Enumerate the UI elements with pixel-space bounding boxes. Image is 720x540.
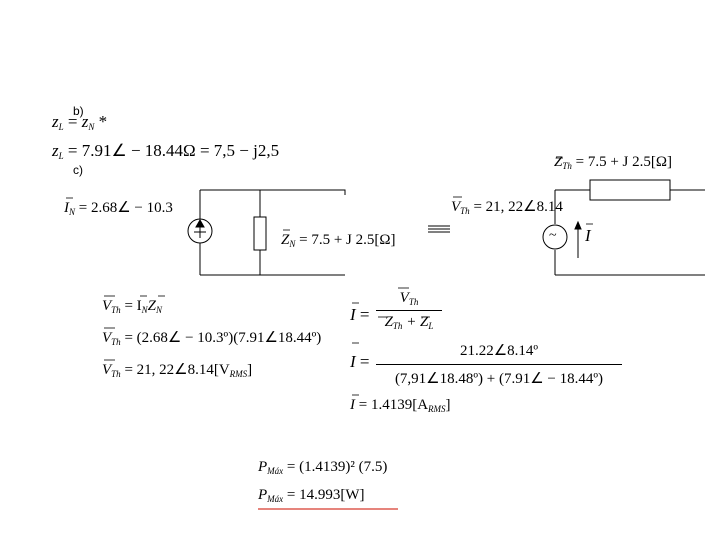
i-substitution-numerator: 21.22∠8.14º — [459, 343, 539, 359]
vth-result: VTh = 21, 22∠8.14[VRMS] — [102, 362, 253, 379]
label-c: c) — [73, 163, 83, 177]
i-formula-lhs: I = — [350, 305, 370, 324]
thevenin-current-label: I — [585, 226, 591, 245]
equivalence-symbol — [428, 225, 450, 233]
norton-source-label: IN = 2.68∠ − 10.3 — [64, 200, 173, 217]
thevenin-current-arrowhead — [574, 220, 582, 230]
i-substitution-fraction: 21.22∠8.14º (7,91∠18.48º) + (7.91∠ − 18.… — [376, 341, 622, 388]
thevenin-voltage-source — [542, 224, 568, 250]
i-formula-fraction: VTh ZTh + ZL — [376, 290, 442, 331]
i-substitution-denominator: (7,91∠18.48º) + (7.91∠ − 18.44º) — [376, 364, 622, 388]
i-substitution-lhs: I = — [350, 352, 370, 371]
label-b: b) — [73, 104, 84, 118]
norton-impedance-resistor — [253, 216, 267, 251]
zl-conjugate-equation: zL = zN * — [52, 112, 108, 132]
norton-top-wire — [200, 189, 346, 195]
thevenin-source-label: VTh = 21, 22∠8.14 — [451, 199, 563, 216]
i-formula-denominator: ZTh + ZL — [376, 310, 442, 331]
norton-circuit — [187, 189, 346, 276]
pmax-formula: PMáx = (1.4139)² (7.5) — [258, 459, 388, 476]
norton-source-arrowhead — [195, 218, 205, 228]
thevenin-source-glyph: ~ — [549, 228, 557, 243]
i-result: I = 1.4139[ARMS] — [350, 397, 451, 414]
thevenin-impedance-resistor — [589, 179, 671, 201]
vth-formula: VTh = INZN — [102, 298, 163, 315]
i-formula-numerator: VTh — [399, 290, 419, 307]
thevenin-impedance-label: ZTh = 7.5 + J 2.5[Ω] — [554, 154, 673, 171]
thevenin-circuit — [542, 179, 705, 276]
pmax-result: PMáx = 14.993[W] — [258, 487, 365, 504]
zl-value-equation: zL = 7.91∠ − 18.44Ω = 7,5 − j2,5 — [52, 141, 280, 161]
vth-substitution: VTh = (2.68∠ − 10.3º)(7.91∠18.44º) — [102, 330, 322, 347]
norton-impedance-label: ZN = 7.5 + J 2.5[Ω] — [281, 232, 396, 249]
vector-overbars — [66, 157, 593, 396]
